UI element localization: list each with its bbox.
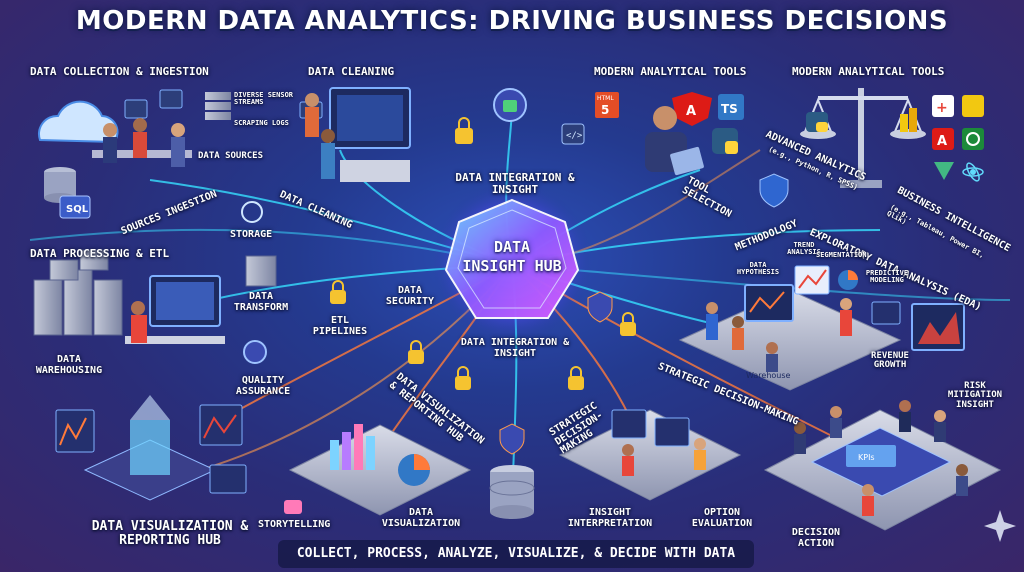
database-icon [489,465,535,519]
viz-hub-scene [55,395,247,501]
label-scraping-logs: SCRAPING LOGS [234,119,289,127]
label-diverse-sensor-streams: DIVERSE SENSOR STREAMS [234,91,294,107]
chat-bubble-icon [284,500,302,514]
label-quality-assurance: QUALITY ASSURANCE [235,375,291,397]
label-segmentation: SEGMENTATION [816,251,867,259]
tools-right-scene: + A [800,88,984,188]
page-title: MODERN DATA ANALYTICS: DRIVING BUSINESS … [75,6,949,36]
label-data-sources: DATA SOURCES [198,151,264,161]
label-revenue-growth: REVENUE GROWTH [871,351,909,371]
python-icon [806,112,828,132]
qlik-icon [962,128,984,150]
footer-tagline: COLLECT, PROCESS, ANALYZE, VISUALIZE, & … [278,540,754,568]
lock-icon [568,366,584,390]
section-viz-hub: DATA VISUALIZATION & REPORTING HUB [91,519,249,548]
tableau-icon: + [932,95,954,117]
label-data-security: DATA SECURITY [385,285,435,307]
typescript-icon: TS [718,94,744,120]
label-option-evaluation: OPTION EVALUATION [691,507,753,529]
shield-icon [759,173,789,208]
sql-tag: SQL [66,204,89,215]
section-processing: DATA PROCESSING & ETL [30,247,170,260]
database-icon [44,167,76,203]
angular-icon: A [672,92,712,126]
section-cleaning: DATA CLEANING [308,65,395,78]
lock-icon [330,280,346,304]
sparkle-icon [984,510,1016,542]
viz-platform-scene [284,424,472,516]
processing-scene [33,201,346,364]
label-data-warehousing: DATA WAREHOUSING [35,354,103,376]
gear-icon [493,88,527,122]
shield-icon [243,340,267,364]
label-predictive-modeling: PREDICTIVE MODELING [865,269,909,285]
angular-icon: A [932,128,954,150]
data-insight-hub [432,182,592,342]
section-tools-right: MODERN ANALYTICAL TOOLS [792,65,945,78]
label-decision-action: DECISION ACTION [791,527,841,549]
powerbi-icon [900,108,917,132]
svg-text:HTML: HTML [597,95,614,102]
cloud-icon [37,100,119,144]
shield-icon [499,423,525,455]
python-icon [712,128,738,154]
refresh-icon [241,201,263,223]
powerbi-icon [962,95,984,117]
collection-scene [37,89,231,219]
hub-label: DATA INSIGHT HUB [462,238,562,275]
label-data-hypothesis: DATA HYPOTHESIS [736,261,780,277]
svg-text:</>: </> [566,131,583,141]
section-tools-left: MODERN ANALYTICAL TOOLS [594,65,747,78]
label-risk-mitigation: RISK MITIGATION INSIGHT [947,381,1003,410]
server-stack-icon [245,255,277,287]
svg-text:TS: TS [721,102,738,116]
eda-scene [678,265,965,391]
lock-icon [620,312,636,336]
react-icon [962,162,984,182]
svg-text:A: A [686,104,696,119]
label-insight-interpretation: INSIGHT INTERPRETATION [567,507,653,529]
vue-icon [934,162,954,180]
label-etl-pipelines: ETL PIPELINES [312,315,368,337]
server-rack-icon [33,249,123,336]
svg-text:+: + [936,100,948,116]
section-collection: DATA COLLECTION & INGESTION [30,65,209,78]
lock-icon [455,117,473,144]
boardroom-scene: KPIs [763,400,1002,531]
label-trend-analysis: TREND ANALYSIS [787,241,821,257]
label-data-integration-mid: DATA INTEGRATION & INSIGHT [460,337,570,359]
cleaning-scene [299,87,411,182]
svg-text:5: 5 [601,103,609,117]
lock-icon [455,366,471,390]
label-storage: STORAGE [230,229,273,240]
svg-text:A: A [937,134,947,149]
label-data-visualization: DATA VISUALIZATION [381,507,461,529]
section-integration-top: DATA INTEGRATION & INSIGHT [455,171,575,196]
server-stack-icon [205,92,231,120]
code-icon: </> [561,123,585,145]
svg-text:KPIs: KPIs [858,453,875,462]
warehouse-tag: Warehouse [746,371,791,380]
label-data-transform: DATA TRANSFORM [233,291,289,313]
lock-icon [408,340,424,364]
shield-icon [587,291,613,323]
label-storytelling: STORYTELLING [258,519,331,530]
integration-icons: </> [455,88,585,145]
strategy-scene [558,409,742,501]
